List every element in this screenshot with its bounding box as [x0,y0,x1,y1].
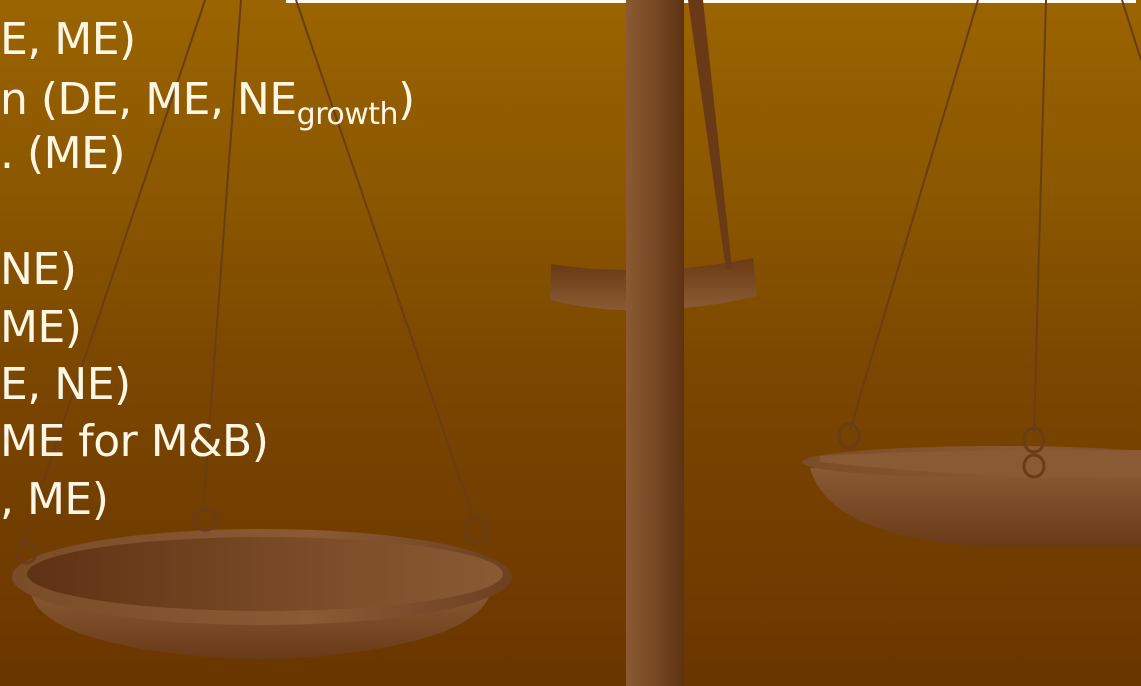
scale-pole [626,0,684,686]
left-pan-strings [21,0,475,546]
scale-beam [550,0,757,310]
slide-top-edge [286,0,1136,3]
right-pan [802,422,1141,548]
text-line-6: ME) [0,302,82,353]
text-line-7: E, NE) [0,359,131,410]
right-pan-strings [849,0,1141,433]
text-line-3: . (ME) [0,128,126,179]
text-line-2: n (DE, ME, NEgrowth) [0,74,415,132]
text-line-5: NE) [0,244,77,295]
text-line-9: , ME) [0,474,109,525]
text-line-1: E, ME) [0,14,136,65]
text-line-8: ME for M&B) [0,416,269,467]
left-pan [12,508,512,660]
